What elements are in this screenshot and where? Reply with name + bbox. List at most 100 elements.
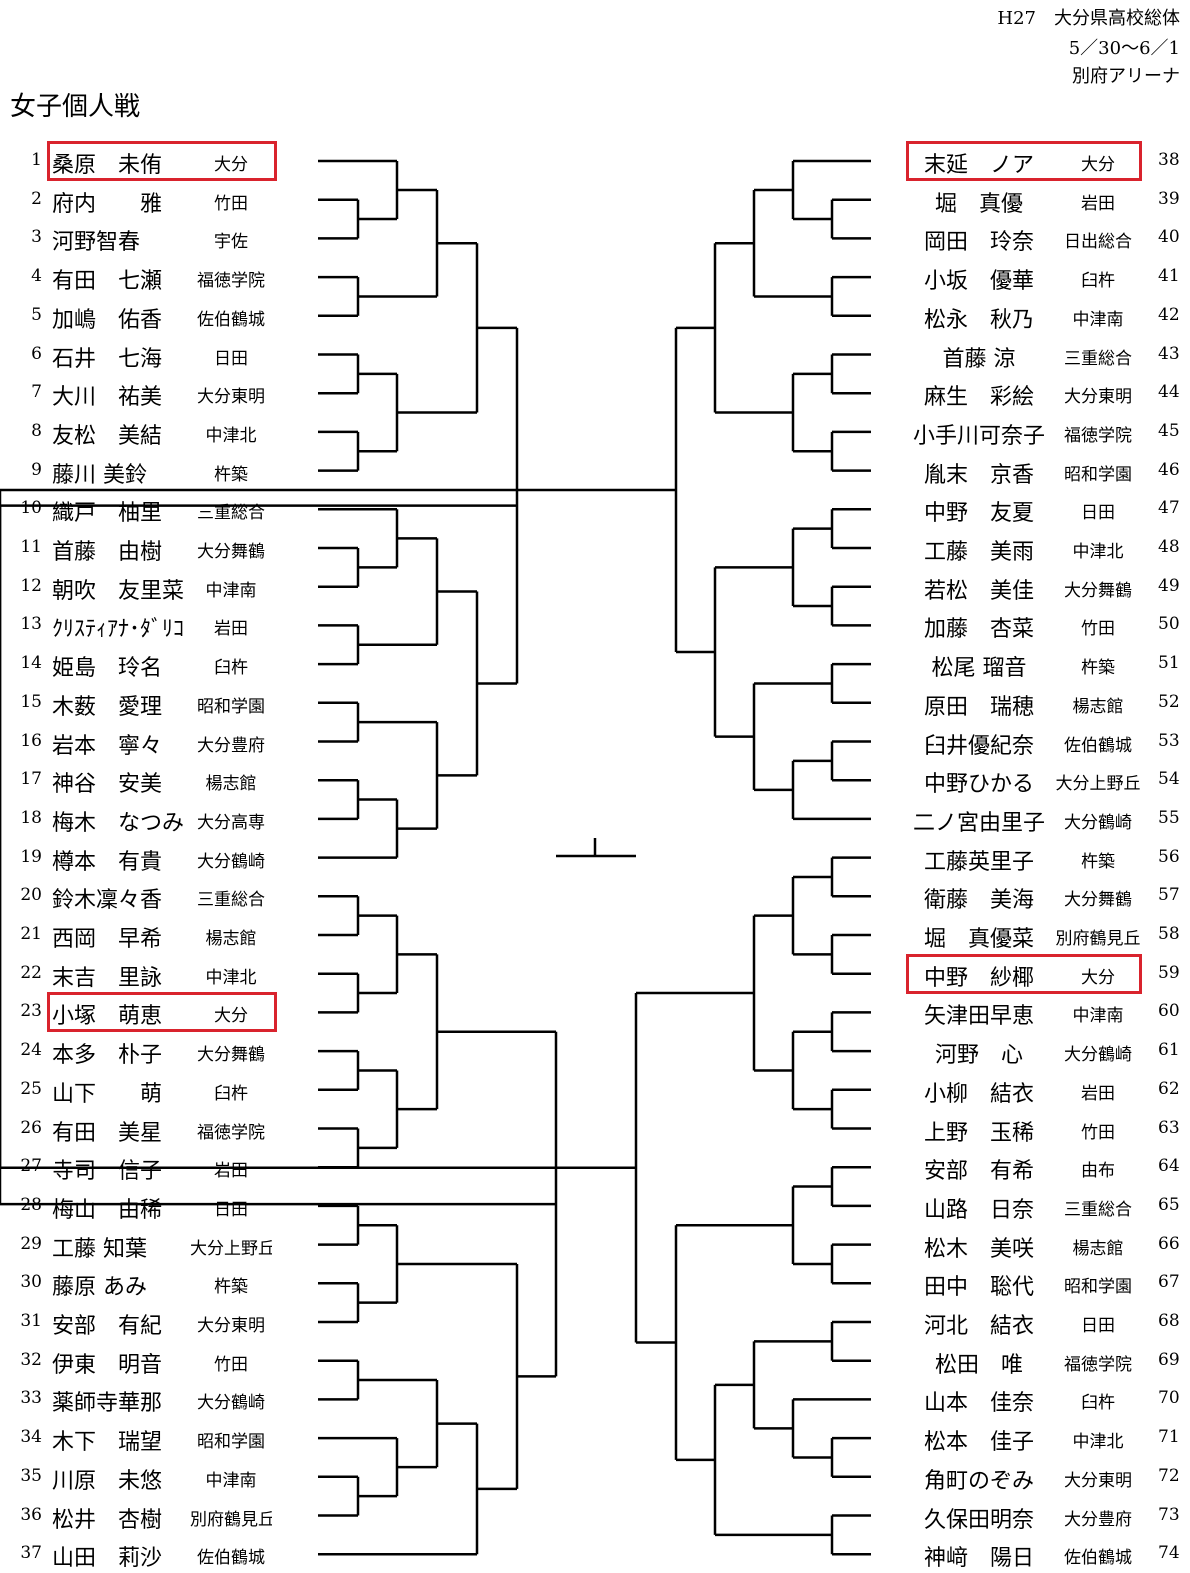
player-number: 20 [20,885,42,906]
player-number: 42 [1158,304,1180,325]
player-name: 加嶋 佑香 [52,307,163,333]
player-name: 原田 瑞穂 [923,694,1034,720]
player-school: 日出総合 [1064,232,1132,253]
player-school: 大分上野丘 [1055,774,1141,795]
player-name: 工藤 知葉 [52,1236,147,1262]
player-name: 岡田 玲奈 [923,230,1034,256]
player-number: 69 [1158,1349,1180,1370]
player-number: 51 [1158,653,1180,674]
player-number: 31 [20,1311,42,1331]
player-number: 36 [20,1504,42,1525]
player-school: 臼杵 [1081,1393,1115,1414]
event-venue: 別府アリーナ [1072,66,1180,87]
player-number: 58 [1158,924,1180,944]
player-school: 大分高専 [197,812,265,833]
player-name: 山下 萌 [52,1081,163,1107]
player-name: 寺司 信子 [52,1159,163,1185]
player-number: 43 [1158,343,1180,364]
player-name: 神谷 安美 [52,772,163,798]
player-school: 岩田 [1081,1083,1115,1104]
player-school: 大分舞鶴 [1064,890,1132,911]
player-name: 桑原 未侑 [52,153,163,178]
player-number: 33 [20,1388,42,1409]
player-school: 臼杵 [214,658,248,679]
player-name: 藤川 美鈴 [52,462,147,488]
player-school: 中津南 [205,1470,257,1491]
player-number: 44 [1158,382,1180,403]
player-school: 福徳学院 [1064,1354,1132,1375]
player-name: 府内 雅 [52,191,163,217]
player-number: 41 [1158,266,1180,287]
player-name: 末延 ノア [923,153,1034,178]
player-number: 26 [20,1117,42,1138]
player-number: 35 [20,1465,42,1486]
player-school: 大分東明 [197,387,265,408]
player-name: 久保田明奈 [923,1507,1034,1533]
player-name: 首藤 由樹 [52,540,163,565]
player-number: 65 [1158,1194,1180,1215]
player-school: 杵築 [1081,851,1115,872]
player-name: 松本 佳子 [923,1430,1034,1456]
player-number: 40 [1158,227,1180,248]
player-number: 23 [20,1001,42,1022]
player-school: 竹田 [214,1354,248,1375]
player-name: 有田 美星 [52,1120,163,1146]
player-name: 本多 朴子 [52,1043,163,1069]
player-school: 楊志館 [1072,696,1124,717]
player-name: 安部 有希 [923,1159,1034,1185]
player-number: 55 [1158,807,1180,828]
player-number: 2 [31,188,42,209]
player-number: 47 [1158,498,1180,519]
player-number: 49 [1158,575,1180,596]
player-name: 若松 美佳 [923,578,1034,604]
player-school: 杵築 [214,1277,248,1298]
player-number: 27 [20,1156,42,1177]
player-name: 工藤 美雨 [923,540,1034,565]
player-school: 日田 [1081,1316,1115,1336]
player-name: 田中 聡代 [923,1275,1034,1301]
player-school: 大分舞鶴 [1064,580,1132,601]
player-number: 61 [1158,1040,1180,1061]
player-school: 岩田 [214,1161,248,1182]
player-name: 中野ひかる [923,772,1034,798]
player-school: 杵築 [1081,658,1115,679]
player-number: 7 [31,382,42,403]
player-name: 神﨑 陽日 [923,1546,1034,1572]
player-school: 臼杵 [214,1083,248,1104]
player-name: 二ノ宮由里子 [912,810,1045,836]
player-school: 大分鶴崎 [1064,812,1132,833]
player-name: 工藤英里子 [923,849,1034,875]
player-school: 佐伯鶴城 [1064,735,1132,756]
player-school: 中津北 [205,967,257,988]
player-name: 梅山 由稀 [52,1197,163,1223]
player-number: 52 [1158,691,1180,712]
player-name: 小坂 優華 [923,269,1034,295]
highlight-box [47,992,277,1033]
player-name: 姫島 玲名 [52,656,163,682]
player-school: 大分 [214,155,248,175]
page-title: 女子個人戦 [10,92,141,122]
player-number: 54 [1158,769,1180,790]
player-number: 59 [1158,962,1180,983]
player-number: 21 [20,924,42,944]
player-school: 中津北 [1072,1432,1124,1453]
player-school: 竹田 [214,193,248,214]
player-name: 石井 七海 [52,346,163,372]
player-school: 杵築 [214,464,248,485]
player-name: 河野 心 [934,1043,1023,1069]
player-school: 福徳学院 [197,271,265,292]
player-school: 岩田 [214,619,248,640]
player-school: 中津南 [205,580,257,601]
player-name: 友松 美結 [52,423,163,449]
highlight-box [906,953,1142,994]
player-name: 山路 日奈 [923,1197,1034,1223]
player-school: 宇佐 [214,232,248,253]
player-name: 岩本 寧々 [52,733,163,759]
player-number: 11 [20,537,42,557]
player-number: 34 [20,1427,42,1448]
player-name: 上野 玉稀 [923,1120,1034,1146]
player-number: 39 [1158,188,1180,209]
player-school: 大分上野丘 [190,1238,272,1259]
player-name: 木薮 愛理 [52,694,163,720]
player-number: 18 [20,807,42,828]
